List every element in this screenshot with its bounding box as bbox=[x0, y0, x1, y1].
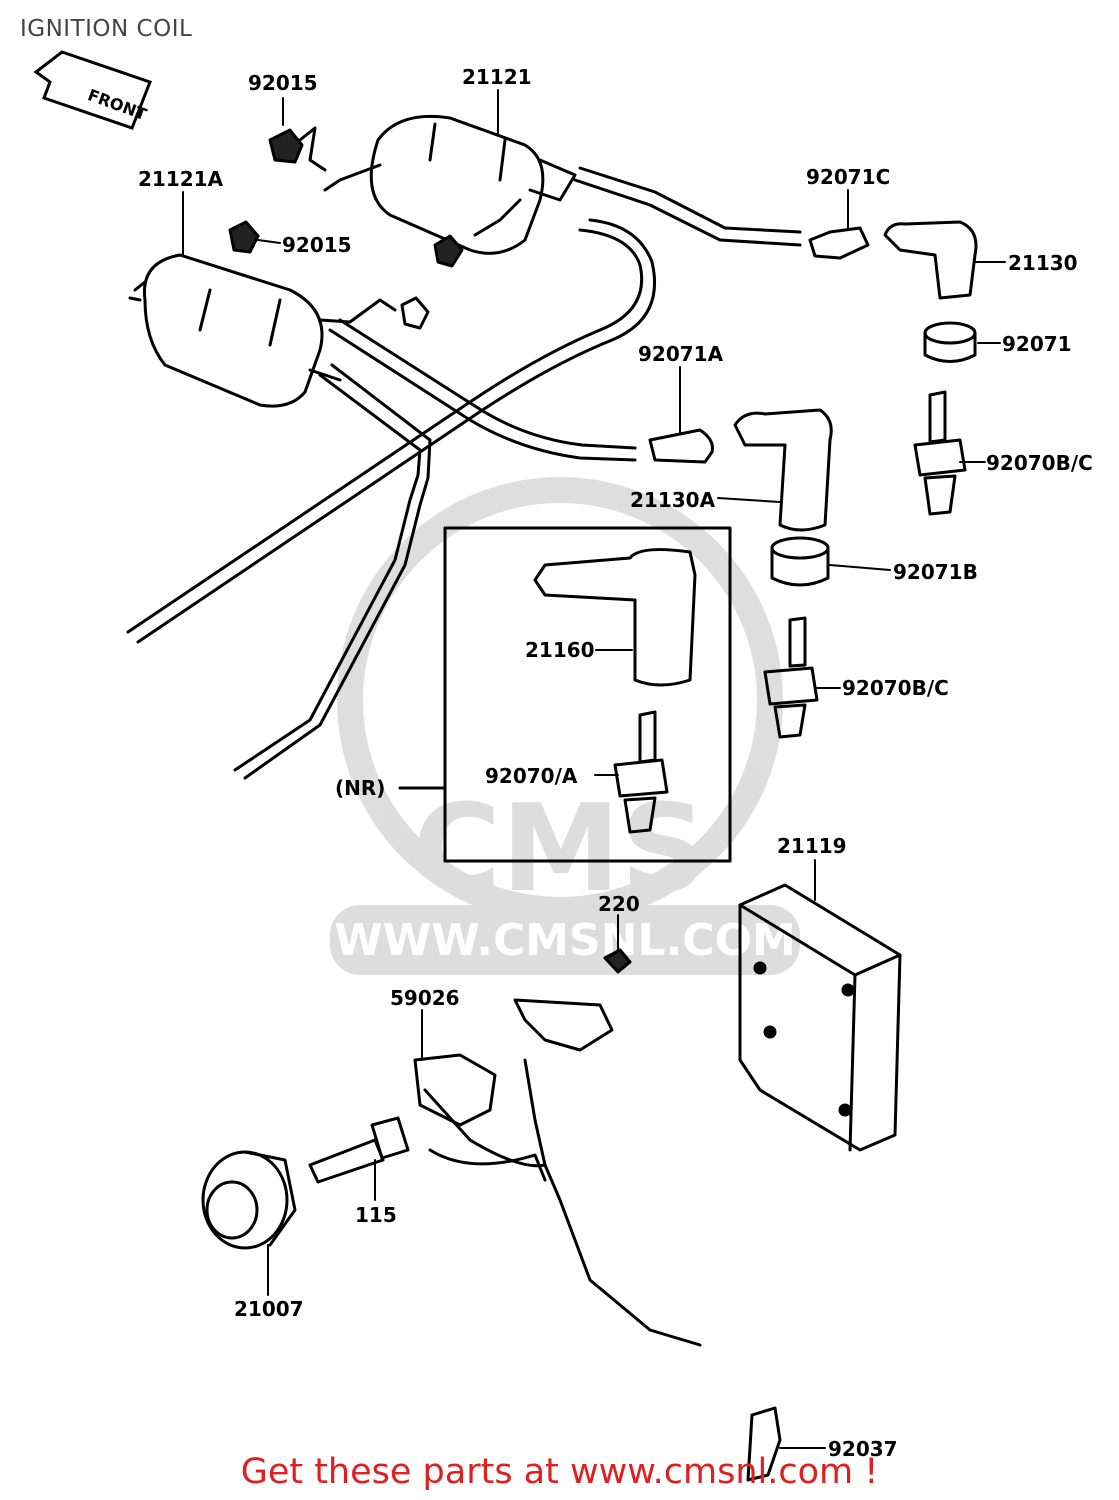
cms-watermark: CMS WWW.CMSNL.COM bbox=[330, 477, 800, 975]
spark-plug-92070BC-mid bbox=[763, 616, 819, 739]
igniter-21119 bbox=[738, 883, 902, 1152]
nut-coil-21121A bbox=[400, 296, 430, 330]
label-92071: 92071 bbox=[1002, 332, 1072, 356]
label-92070A: 92070/A bbox=[485, 764, 578, 788]
seal-92071B bbox=[770, 536, 830, 587]
page-title: IGNITION COIL bbox=[20, 16, 193, 42]
nr-box bbox=[443, 526, 732, 863]
label-220: 220 bbox=[598, 892, 640, 916]
nut-92015-top bbox=[268, 126, 327, 172]
plug-cap-21160 bbox=[533, 548, 697, 687]
label-21007: 21007 bbox=[234, 1297, 304, 1321]
nut-coil-21121 bbox=[433, 234, 464, 268]
cap-92071A bbox=[648, 428, 714, 464]
label-21130A: 21130A bbox=[630, 488, 716, 512]
label-92070BC-top: 92070B/C bbox=[986, 451, 1093, 475]
spark-plug-92070A bbox=[613, 710, 669, 834]
bolt-115 bbox=[308, 1116, 410, 1184]
cap-92071C bbox=[808, 226, 870, 260]
label-21130: 21130 bbox=[1008, 251, 1078, 275]
label-21121: 21121 bbox=[462, 65, 532, 89]
label-92070BC-mid: 92070B/C bbox=[842, 676, 949, 700]
ht-lead-right-upper bbox=[573, 166, 802, 247]
nut-92015-mid bbox=[228, 220, 260, 254]
plug-cap-21130A bbox=[733, 408, 833, 532]
label-92037: 92037 bbox=[828, 1437, 898, 1461]
timing-rotor-21007 bbox=[201, 1150, 297, 1250]
ht-lead-right-lower bbox=[328, 318, 637, 462]
footer-link[interactable]: Get these parts at www.cmsnl.com ! bbox=[240, 1452, 879, 1492]
ht-lead-long-left bbox=[126, 218, 657, 644]
label-115: 115 bbox=[355, 1203, 397, 1227]
ht-lead-mid bbox=[233, 363, 432, 780]
label-21119: 21119 bbox=[777, 834, 847, 858]
spark-plug-92070BC-top bbox=[913, 390, 967, 516]
ignition-coil-21121 bbox=[323, 114, 577, 255]
label-92015-top: 92015 bbox=[248, 71, 318, 95]
label-92071C: 92071C bbox=[806, 165, 890, 189]
screw-220 bbox=[603, 948, 632, 974]
label-nr: (NR) bbox=[335, 776, 385, 800]
seal-92071 bbox=[923, 321, 977, 363]
label-21160: 21160 bbox=[525, 638, 595, 662]
plug-cap-21130 bbox=[883, 220, 978, 300]
watermark-brand: CMS bbox=[413, 780, 707, 919]
pickup-coil-59026 bbox=[413, 998, 702, 1347]
label-92071B: 92071B bbox=[893, 560, 978, 584]
label-21121A: 21121A bbox=[138, 167, 224, 191]
label-59026: 59026 bbox=[390, 986, 460, 1010]
part-labels: 92015 21121 21121A 92015 92071C 21130 92… bbox=[138, 65, 1093, 1461]
ignition-coil-21121A bbox=[128, 253, 397, 408]
watermark-url: WWW.CMSNL.COM bbox=[334, 915, 796, 966]
front-arrow: FRONT bbox=[33, 50, 152, 130]
label-92071A: 92071A bbox=[638, 342, 724, 366]
clamp-92037 bbox=[746, 1406, 782, 1482]
leader-lines bbox=[182, 89, 1006, 1449]
label-92015-mid: 92015 bbox=[282, 233, 352, 257]
